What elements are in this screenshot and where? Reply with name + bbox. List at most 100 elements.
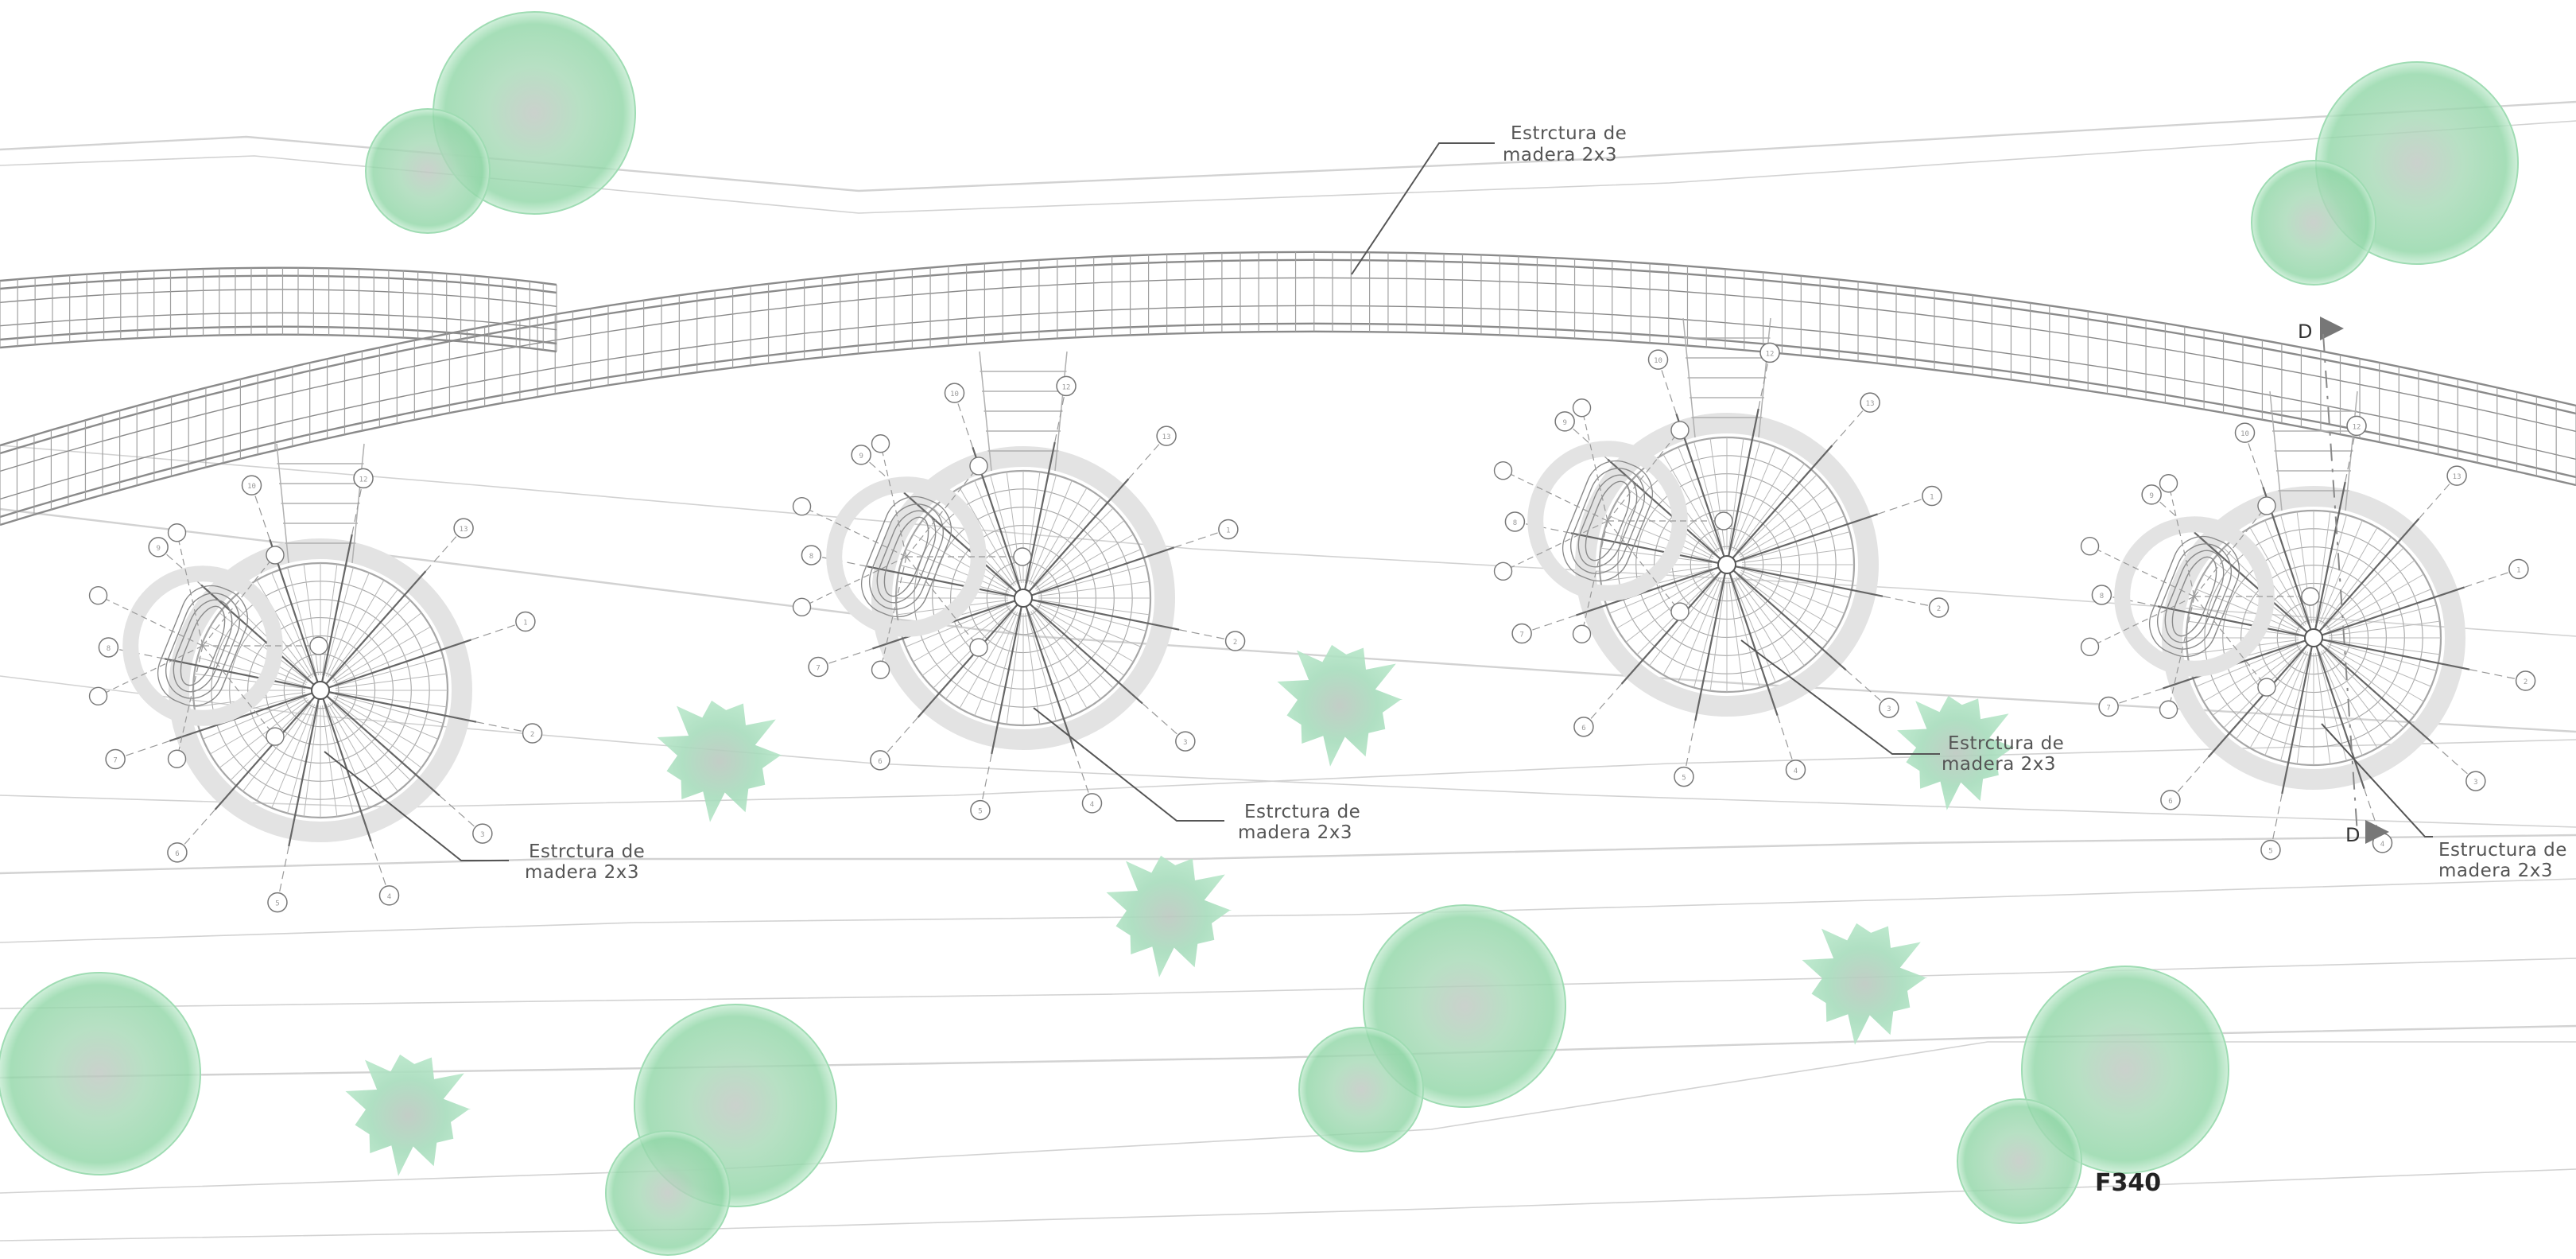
- grid-bubble-label: 7: [2106, 704, 2110, 712]
- label-kiosk-4: Estructura de madera 2x3: [2438, 840, 2566, 881]
- kiosk-spoke: [331, 701, 411, 781]
- grid-bubble-icon: [2141, 484, 2162, 505]
- grid-bubble-icon: [1922, 485, 1942, 507]
- kiosk-spoke: [1730, 441, 1760, 550]
- grid-bubble-label: 4: [2380, 841, 2384, 849]
- kiosk-spoke: [1026, 612, 1057, 721]
- kiosk-spoke: [1034, 608, 1114, 689]
- grid-bubble-icon: [792, 597, 812, 617]
- grid-bubble-label: 9: [156, 545, 160, 553]
- kiosk-spoke: [2203, 645, 2301, 702]
- kiosk-spoke: [1037, 603, 1142, 647]
- kiosk-beam: [1022, 597, 1143, 705]
- kiosk-spoke: [1738, 573, 1829, 643]
- kiosk-spoke: [335, 673, 447, 689]
- grid-bubble-label: 12: [359, 476, 368, 484]
- kiosk-spoke: [2321, 527, 2378, 625]
- grid-axis: [1127, 435, 1167, 480]
- kiosk-spoke: [242, 701, 312, 792]
- grid-bubble-icon: [1572, 624, 1592, 643]
- kiosk-spoke: [2324, 547, 2404, 628]
- kiosk-center-post: [1717, 555, 1736, 574]
- kiosk-spoke: [1734, 454, 1791, 552]
- label-top: Estrctura de madera 2x3: [1503, 123, 1627, 165]
- kiosk-spoke: [303, 705, 319, 817]
- kiosk-spoke: [1693, 579, 1724, 688]
- label-kiosk-3-line1: Estrctura de: [1948, 733, 2064, 754]
- kiosk-spoke: [1006, 612, 1022, 725]
- grid-bubble-icon: [969, 638, 988, 657]
- grid-bubble-icon: [1572, 398, 1592, 418]
- grid-bubble-label: 3: [1887, 705, 1891, 713]
- label-top-line2: madera 2x3: [1503, 145, 1617, 165]
- grid-axis: [2345, 425, 2357, 483]
- kiosk-spoke: [1709, 579, 1725, 691]
- grid-bubble-icon: [2257, 678, 2276, 697]
- section-marker-top: D: [2298, 317, 2344, 343]
- grid-bubble-icon: [167, 749, 187, 768]
- kiosk-beam: [1570, 532, 1728, 566]
- label-kiosk-3-line2: madera 2x3: [1942, 754, 2056, 775]
- grid-axis: [1178, 629, 1236, 642]
- kiosk-spoke: [1740, 572, 1837, 629]
- grid-axis: [1607, 520, 1681, 612]
- grid-bubble-icon: [1554, 411, 1575, 432]
- kiosk-beam: [2281, 637, 2315, 795]
- grid-bubble-icon: [1493, 561, 1513, 581]
- kiosk-spoke: [287, 705, 317, 814]
- kiosk-spoke: [1608, 569, 1713, 614]
- grid-bubble-label: 4: [1794, 767, 1798, 775]
- grid-axis: [879, 717, 919, 761]
- kiosk-beam: [1022, 441, 1056, 599]
- kiosk-spoke: [2296, 511, 2312, 624]
- kiosk-center-post: [311, 681, 330, 700]
- kiosk-spoke: [1709, 438, 1725, 550]
- grid-bubble-label: 9: [859, 453, 863, 460]
- grid-bubble-label: 1: [1226, 527, 1230, 535]
- kiosk-center-post: [1014, 589, 1033, 608]
- satellite-band: [122, 565, 283, 726]
- grid-axis: [1583, 683, 1623, 728]
- satellite-ring: [2164, 550, 2225, 643]
- kiosk-spoke: [900, 565, 1009, 595]
- section-arrow-top-icon: [2320, 317, 2344, 340]
- kiosk-spoke: [328, 703, 385, 801]
- kiosk-beam: [1675, 414, 1728, 565]
- grid-axis: [2167, 483, 2195, 597]
- kiosk-beam: [867, 565, 1024, 600]
- grid-bubble-label: 1: [523, 620, 527, 628]
- grid-bubble-icon: [353, 468, 374, 489]
- grid-bubble-icon: [1224, 631, 1246, 651]
- grid-axis: [2194, 596, 2268, 688]
- contour-line: [0, 1168, 2576, 1242]
- kiosk-spoke: [2296, 652, 2312, 764]
- grid-axis: [1174, 528, 1229, 548]
- kiosk-spoke: [2318, 651, 2363, 756]
- grid-axis: [351, 478, 364, 535]
- kiosk-band: [871, 446, 1175, 750]
- grid-axis: [2170, 756, 2209, 801]
- grid-axis: [801, 556, 907, 608]
- grid-bubble-label: 5: [978, 808, 982, 816]
- kiosk-spoke: [1732, 446, 1776, 551]
- grid-axis: [2089, 546, 2195, 597]
- kiosk-spoke: [990, 475, 1020, 584]
- label-kiosk-2-line1: Estrctura de: [1244, 802, 1360, 822]
- kiosk-spoke: [210, 698, 308, 755]
- kiosk-spoke: [1025, 612, 1041, 725]
- kiosk-spoke: [2324, 648, 2404, 729]
- satellite-ring: [2157, 543, 2232, 650]
- tree-icon: [605, 1130, 731, 1256]
- grid-bubble-label: 10: [2240, 430, 2249, 438]
- leader-kiosk-1: [324, 751, 509, 861]
- grid-bubble-icon: [1056, 375, 1077, 397]
- label-kiosk-4-line2: madera 2x3: [2438, 861, 2553, 881]
- grid-bubble-icon: [792, 496, 812, 516]
- grid-axis: [2418, 475, 2458, 519]
- grid-bubble-icon: [241, 475, 262, 495]
- grid-axis: [98, 595, 204, 647]
- grid-axis: [439, 795, 483, 834]
- grid-axis: [114, 740, 170, 760]
- kiosk-beam: [1725, 564, 1779, 716]
